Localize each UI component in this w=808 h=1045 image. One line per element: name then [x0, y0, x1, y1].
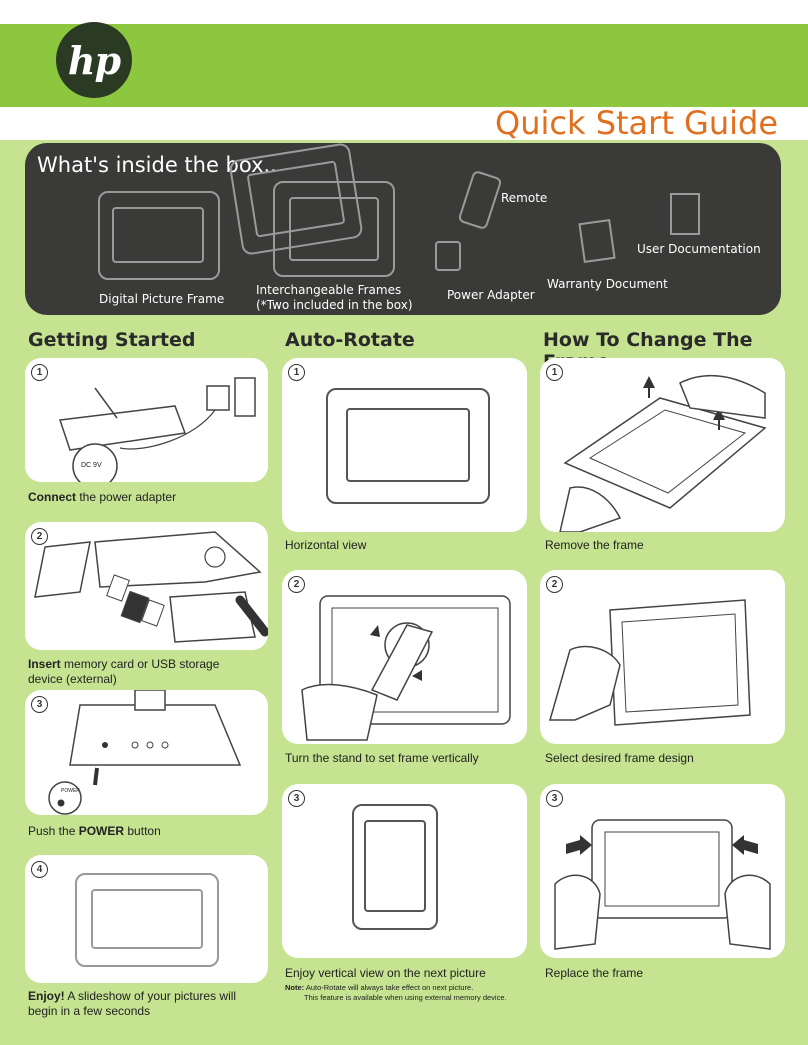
change-frame-caption-3: Replace the frame	[545, 966, 644, 980]
getting-started-caption-1: Connect the power adapter	[28, 490, 177, 504]
step-number: 1	[31, 364, 48, 381]
label-power-adapter: Power Adapter	[447, 288, 535, 302]
warranty-document-icon	[578, 218, 616, 264]
change-frame-step-2: 2	[540, 570, 785, 744]
step-number: 2	[288, 576, 305, 593]
power-label: POWER	[61, 788, 80, 794]
change-frame-step-3: 3	[540, 784, 785, 958]
label-picture-frame: Digital Picture Frame	[99, 292, 225, 306]
step-number: 3	[546, 790, 563, 807]
header-band	[0, 24, 808, 107]
change-frame-step-1: 1	[540, 358, 785, 532]
step-number: 2	[546, 576, 563, 593]
box-heading: What's inside the box..	[37, 153, 277, 177]
auto-rotate-caption-2: Turn the stand to set frame vertically	[285, 751, 479, 765]
page-title: Quick Start Guide	[495, 104, 778, 142]
label-warranty: Warranty Document	[547, 277, 668, 291]
note-label: Note:	[285, 983, 305, 992]
label-frames-line1: Interchangeable Frames	[256, 283, 402, 297]
dc-label: DC 9V	[81, 462, 102, 469]
change-frame-caption-1: Remove the frame	[545, 538, 644, 552]
hp-logo: hp	[56, 22, 132, 98]
label-remote: Remote	[501, 191, 548, 205]
auto-rotate-step-1: 1	[282, 358, 527, 532]
getting-started-heading: Getting Started	[28, 329, 196, 351]
horizontal-frame-sketch	[326, 388, 490, 504]
step-number: 3	[31, 696, 48, 713]
picture-frame-sketch	[75, 873, 219, 967]
getting-started-step-3: 3 POWER	[25, 690, 268, 815]
auto-rotate-caption-3: Enjoy vertical view on the next picture	[285, 966, 486, 980]
label-frames-line2: (*Two included in the box)	[256, 298, 413, 312]
step-number: 1	[288, 364, 305, 381]
step-number: 4	[31, 861, 48, 878]
box-contents-panel: What's inside the box.. Digital Picture …	[25, 142, 781, 315]
power-adapter-connection-illustration	[58, 377, 256, 482]
auto-rotate-note: Note: Auto-Rotate will always take effec…	[285, 983, 525, 1003]
step-number: 3	[288, 790, 305, 807]
getting-started-caption-2: Insert memory card or USB storage device…	[28, 657, 220, 686]
getting-started-caption-3: Push the POWER button	[28, 824, 161, 838]
auto-rotate-heading: Auto-Rotate	[285, 329, 415, 351]
step-number: 1	[546, 364, 563, 381]
getting-started-step-2: 2	[25, 522, 268, 650]
getting-started-step-4: 4	[25, 855, 268, 983]
remove-frame-illustration	[559, 374, 767, 532]
power-adapter-icon	[435, 241, 461, 271]
auto-rotate-step-3: 3	[282, 784, 527, 958]
select-frame-illustration	[549, 599, 751, 726]
label-frames: Interchangeable Frames (*Two included in…	[256, 283, 413, 313]
change-frame-caption-2: Select desired frame design	[545, 751, 694, 765]
auto-rotate-caption-1: Horizontal view	[285, 538, 367, 552]
step-number: 2	[31, 528, 48, 545]
replace-frame-illustration	[554, 819, 771, 950]
note-line-2: This feature is available when using ext…	[304, 993, 507, 1002]
label-user-documentation: User Documentation	[637, 242, 761, 256]
user-documentation-icon	[670, 193, 700, 235]
power-button-illustration	[48, 690, 242, 815]
memory-card-insert-illustration	[34, 531, 268, 643]
auto-rotate-step-2: 2	[282, 570, 527, 744]
interchangeable-frames-illustration-2	[273, 181, 395, 277]
vertical-frame-sketch	[352, 804, 438, 930]
note-line-1: Auto-Rotate will always take effect on n…	[305, 983, 474, 992]
rotate-stand-illustration	[301, 595, 511, 741]
getting-started-caption-4: Enjoy! A slideshow of your pictures will…	[28, 989, 237, 1018]
picture-frame-illustration	[98, 191, 220, 280]
remote-icon	[457, 169, 503, 231]
getting-started-step-1: 1 DC 9V	[25, 358, 268, 482]
